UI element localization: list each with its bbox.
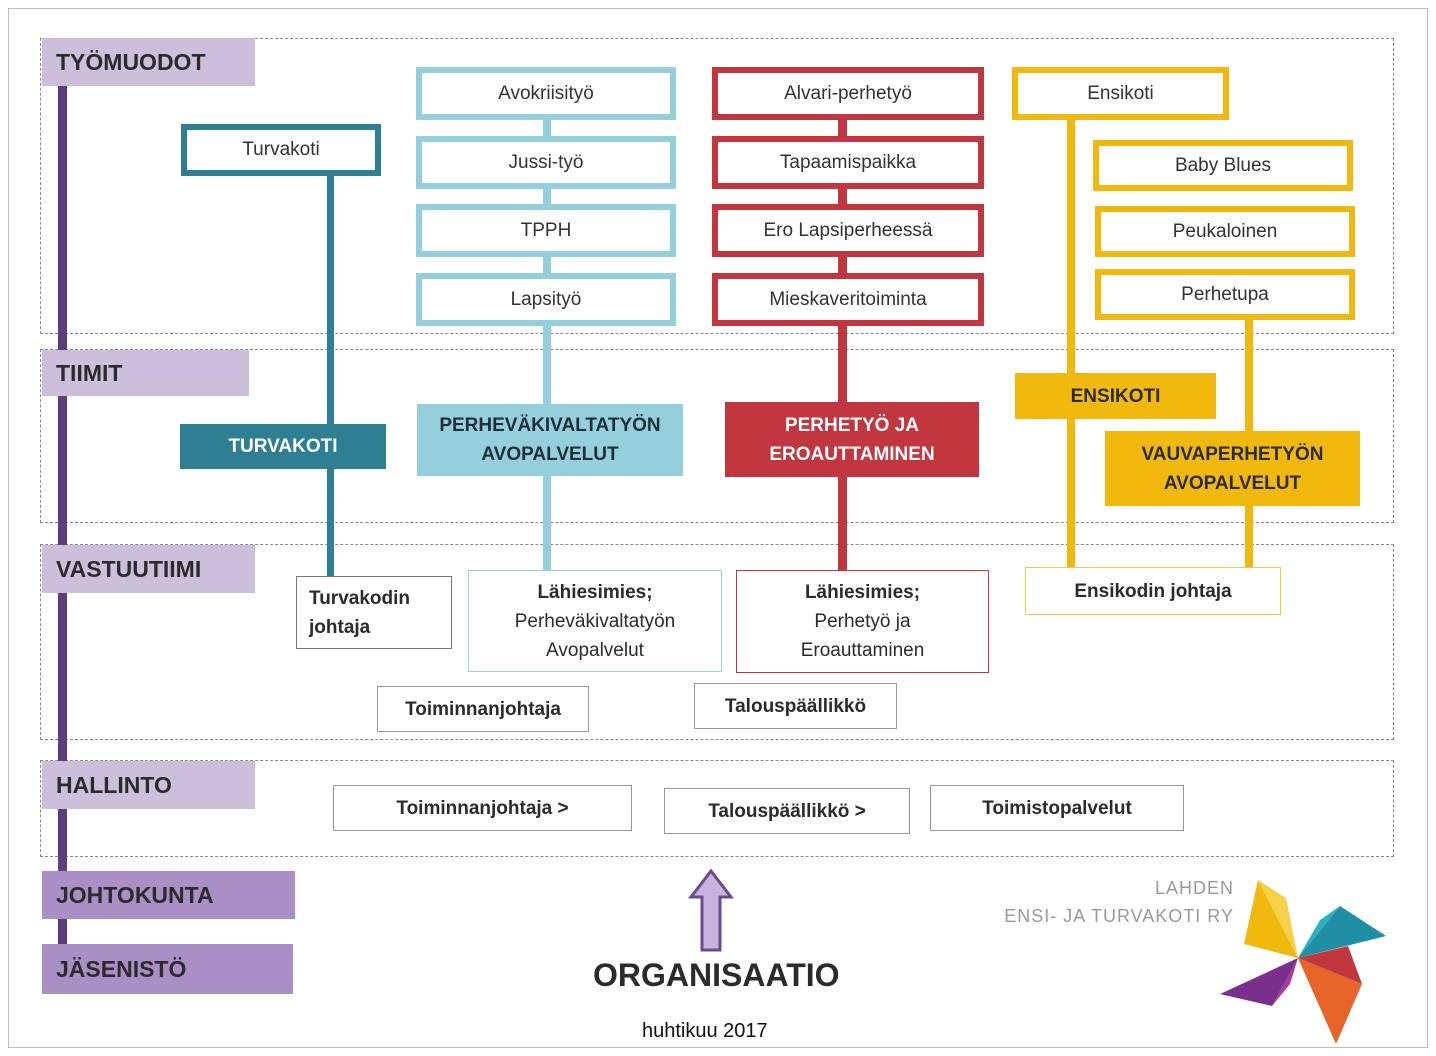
diagram-title: ORGANISAATIO [593,957,840,993]
workform-tapaamispaikka: Tapaamispaikka [712,136,984,189]
level-label: TYÖMUODOT [56,48,206,75]
workform-alvari-perhetyo: Alvari-perhetyö [712,67,984,120]
workform-mieskaveritoiminta: Mieskaveritoiminta [712,273,984,326]
level-label: HALLINTO [56,771,172,798]
section-hallinto [40,760,1394,857]
level-jasenisto: JÄSENISTÖ [42,944,293,994]
section-vastuutiimi [40,544,1394,740]
workform-turvakoti: Turvakoti [181,124,381,176]
level-label: JOHTOKUNTA [56,881,214,908]
workform-perhetupa: Perhetupa [1095,269,1355,320]
perhevakivalta-connector [543,90,551,570]
team-ensikoti: ENSIKOTI [1015,373,1216,419]
section-tyomuodot [40,38,1394,334]
section-tiimit [40,349,1394,523]
level-label: TIIMIT [56,359,123,386]
page-frame [8,8,1428,1048]
turvakoti-connector [327,160,334,576]
workform-jussi-tyo: Jussi-työ [416,136,676,189]
workform-peukaloinen: Peukaloinen [1095,206,1355,257]
workform-tpph: TPPH [416,204,676,257]
hierarchy-spine [58,80,67,960]
level-tyomuodot: TYÖMUODOT [42,38,255,86]
box-talouspaallikko-hallinto: Talouspäällikkö > [664,788,910,834]
team-turvakoti: TURVAKOTI [180,424,386,469]
level-label: JÄSENISTÖ [56,955,187,982]
level-vastuutiimi: VASTUUTIIMI [42,545,255,593]
level-hallinto: HALLINTO [42,761,255,809]
pinwheel-logo-icon [1220,880,1386,1044]
box-toimistopalvelut: Toimistopalvelut [930,785,1184,831]
perhetyo-connector [838,90,847,570]
date-label: huhtikuu 2017 [642,1020,768,1042]
level-johtokunta: JOHTOKUNTA [42,871,295,919]
manager-ensikoti: Ensikodin johtaja [1025,567,1281,615]
box-toiminnanjohtaja-vastuutiimi: Toiminnanjohtaja [377,686,589,732]
workform-baby-blues: Baby Blues [1093,140,1353,191]
level-tiimit: TIIMIT [42,350,249,396]
workform-avokriisityo: Avokriisityö [416,67,676,120]
up-arrow-icon [688,868,734,952]
workform-ensikoti: Ensikoti [1012,67,1229,120]
workform-lapsityo: Lapsityö [416,273,676,326]
workform-ero-lapsiperheessa: Ero Lapsiperheessä [712,204,984,257]
box-talouspaallikko-vastuutiimi: Talouspäällikkö [694,683,897,729]
box-toiminnanjohtaja-hallinto: Toiminnanjohtaja > [333,785,632,831]
ensikoti-connector [1067,110,1075,572]
level-label: VASTUUTIIMI [56,555,202,582]
